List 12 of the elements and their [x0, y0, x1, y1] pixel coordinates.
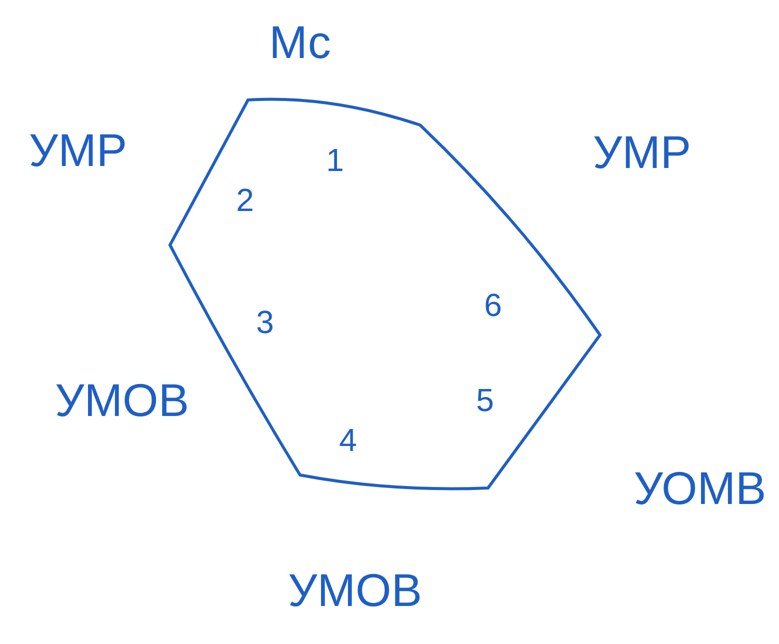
vertex-label: Мс: [269, 19, 331, 65]
vertex-label: УМОВ: [55, 377, 189, 423]
vertex-label: УОМВ: [634, 465, 766, 511]
side-number: 1: [326, 144, 344, 176]
side-number: 4: [339, 424, 357, 456]
vertex-label: УМР: [28, 127, 128, 173]
side-number: 5: [476, 384, 494, 416]
vertex-label: УМОВ: [288, 567, 422, 613]
side-number: 6: [484, 289, 502, 321]
vertex-label: УМР: [592, 129, 692, 175]
side-number: 2: [236, 184, 254, 216]
side-number: 3: [256, 306, 274, 338]
